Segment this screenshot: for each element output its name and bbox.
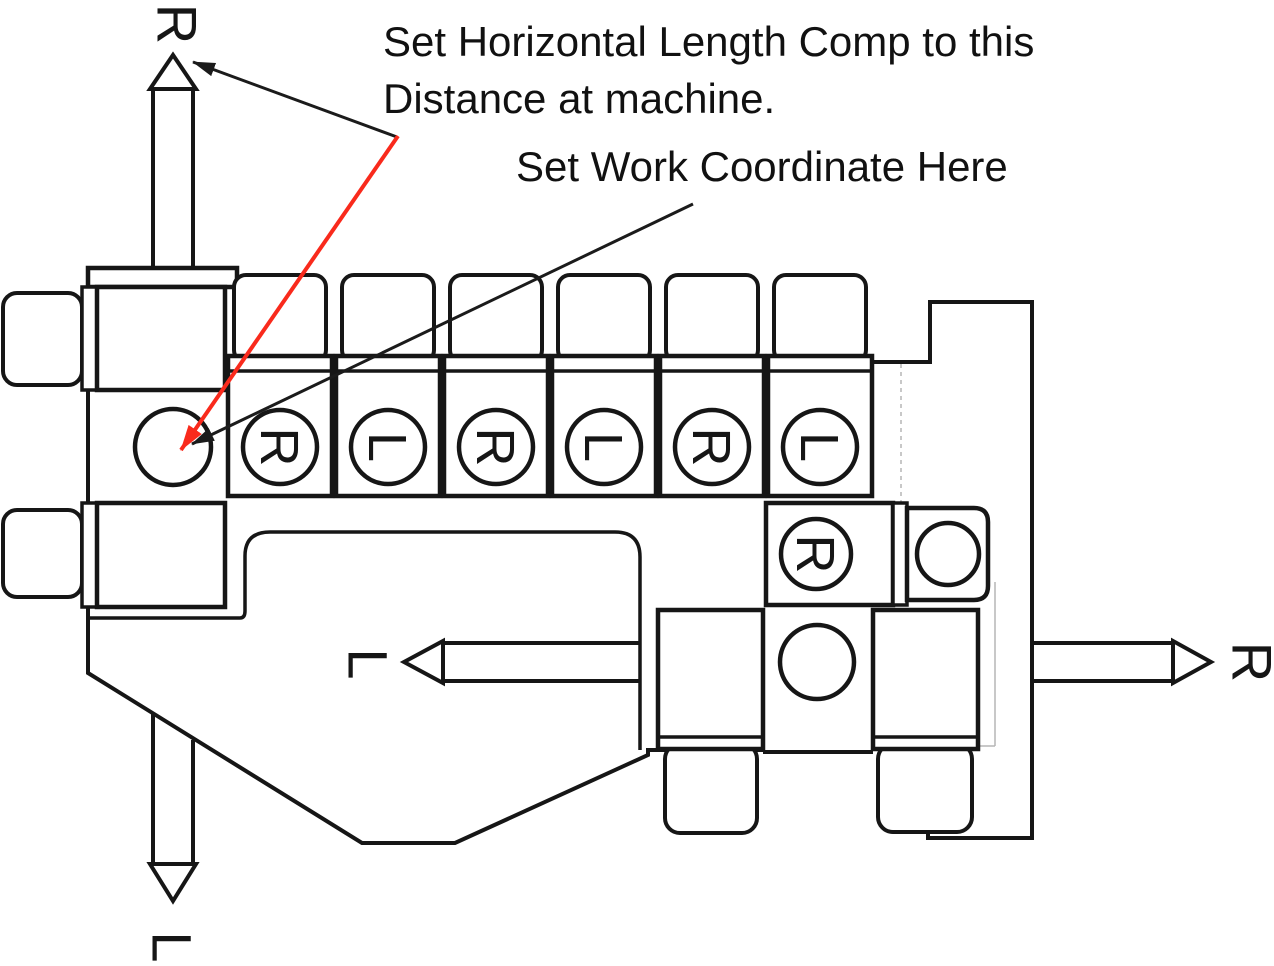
station-1-shank (232, 273, 328, 364)
station-6-letter: L (789, 432, 849, 462)
station-6-shank (772, 273, 868, 364)
axis-label-left: L (336, 648, 399, 679)
black-pointer-to-arrow-tip (192, 60, 398, 139)
sub-station-circle (778, 516, 854, 592)
body-right-outline (872, 300, 1034, 840)
axis-label-right: R (1220, 642, 1274, 682)
axis-label-top: R (145, 4, 208, 44)
sub-station-row: R (763, 500, 991, 608)
station-row: R L R L (225, 273, 875, 499)
bottom-center-circle (777, 622, 857, 702)
annotation-horizontal-comp-line2: Distance at machine. (383, 75, 775, 122)
top-plate (85, 265, 240, 290)
red-pointer-to-circle (179, 134, 400, 452)
body-recess-outline (88, 530, 642, 750)
bottom-right-shank (876, 742, 974, 834)
station-3-shank (448, 273, 544, 364)
station-block-6: L (765, 273, 875, 499)
left-clamp-upper-block (94, 284, 228, 393)
machine-body-outline (86, 268, 1034, 845)
axis-label-bottom: L (140, 931, 203, 962)
station-block-3: R (441, 273, 551, 499)
station-4-letter: L (573, 432, 633, 462)
left-clamp-upper (1, 284, 228, 393)
bottom-left-shank (663, 742, 759, 835)
horizontal-arrow-head-left (399, 637, 445, 687)
bottom-left-block (655, 607, 766, 752)
side-pad-circle (914, 520, 982, 588)
station-block-5: R (657, 273, 767, 499)
left-clamp-lower-block (94, 500, 228, 610)
station-5-letter: R (681, 428, 741, 467)
horizontal-arrow-head-right (1171, 637, 1216, 687)
station-6-circle (780, 407, 860, 487)
station-5-circle (672, 407, 752, 487)
body-left-and-bottom-outline (86, 268, 763, 845)
station-2-letter: L (357, 432, 417, 462)
annotation-work-coordinate: Set Work Coordinate Here (516, 143, 1008, 190)
vertical-arrow-head-down (146, 862, 200, 905)
station-5-shank (664, 273, 760, 364)
left-clamp-lower-knob (1, 508, 84, 599)
horizontal-axis-arrow (399, 637, 1216, 687)
station-1-circle (240, 407, 320, 487)
black-pointer-to-work-coordinate (191, 202, 694, 446)
bottom-assembly (655, 607, 981, 835)
station-block-1: R (225, 273, 335, 499)
left-clamp-upper-knob (1, 291, 84, 387)
station-3-circle (456, 407, 536, 487)
bottom-right-block (870, 607, 981, 752)
vertical-axis-arrow (146, 51, 200, 905)
vertical-arrow-head-up (146, 51, 200, 91)
station-2-circle (348, 407, 428, 487)
annotation-horizontal-comp-line1: Set Horizontal Length Comp to this (383, 18, 1034, 65)
station-block-2: L (333, 273, 443, 499)
station-4-circle (564, 407, 644, 487)
sub-station-letter: R (785, 535, 845, 574)
station-1-letter: R (249, 428, 309, 467)
station-3-letter: R (465, 428, 525, 467)
station-block-4: L (549, 273, 659, 499)
left-clamp-lower (1, 500, 228, 610)
station-4-shank (556, 273, 652, 364)
